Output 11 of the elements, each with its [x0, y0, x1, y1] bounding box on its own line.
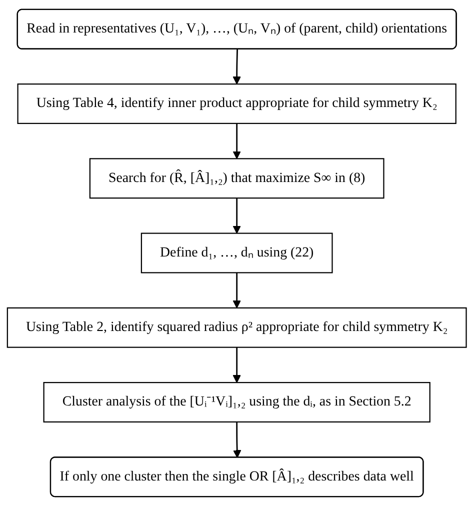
node-box: Cluster analysis of the [Uᵢ⁻¹Vᵢ]₁,₂ using the dᵢ, as in Section 5.2 [43, 382, 431, 422]
arrow [232, 123, 242, 160]
node-box: Define d₁, …, dₙ using (22) [141, 232, 333, 274]
arrow [233, 422, 242, 458]
arrow [232, 49, 242, 84]
node-box: Using Table 2, identify squared radius ρ² appropriate for child symmetry K₂ [7, 307, 467, 348]
arrow [232, 198, 242, 234]
node-box: Search for (R̂, [Â]₁,₂) that maximize S∞ in (8) [90, 158, 384, 199]
node-box: Using Table 4, identify inner product appropriate for child symmetry K₂ [17, 83, 457, 124]
arrow [232, 347, 242, 383]
arrow [232, 272, 242, 308]
